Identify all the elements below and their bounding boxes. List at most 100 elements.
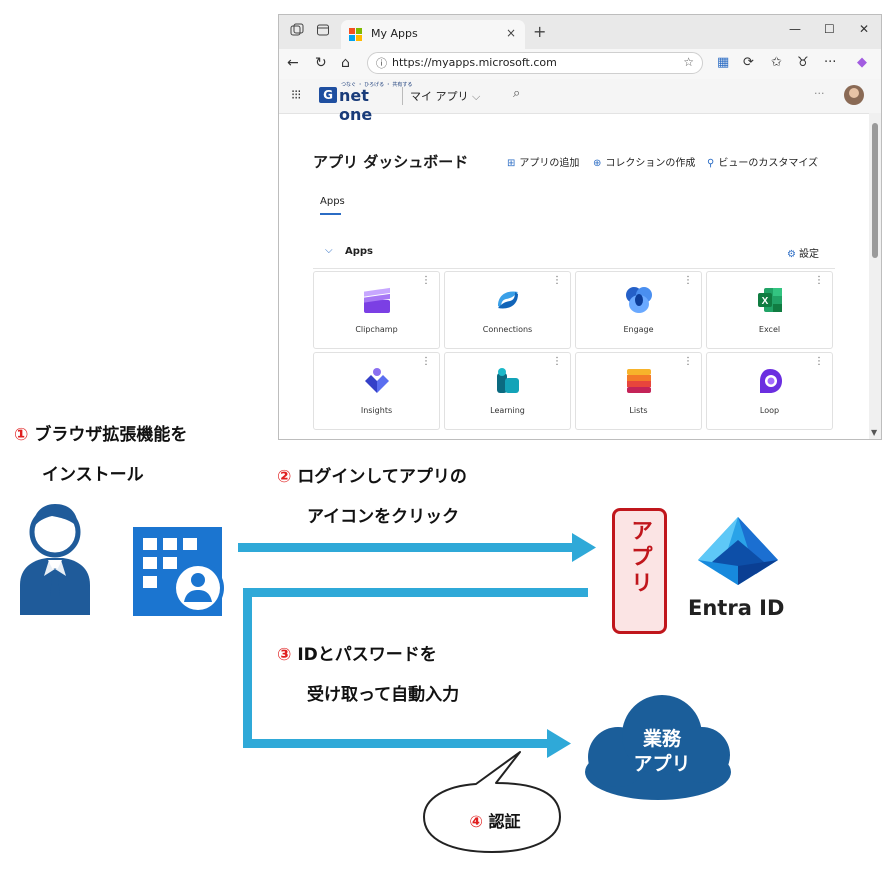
scroll-down-icon[interactable]: ▼ <box>871 428 878 437</box>
scrollbar[interactable]: ▼ <box>869 113 881 439</box>
arrow-to-cloud-head <box>547 729 571 758</box>
url-field[interactable]: ⓘ https://myapps.microsoft.com ☆ <box>367 52 703 74</box>
arrow-to-app-shaft <box>238 543 574 552</box>
step1-line2: インストール <box>42 465 144 485</box>
section-label: Apps <box>345 246 374 257</box>
header-divider <box>402 87 403 105</box>
home-icon[interactable]: ⌂ <box>341 55 350 71</box>
add-app-icon: ⊞ <box>507 158 516 169</box>
tile-more-icon[interactable]: ⋮ <box>683 275 693 286</box>
my-apps-menu[interactable]: マイ アプリ ⌵ <box>410 88 480 104</box>
tile-more-icon[interactable]: ⋮ <box>552 356 562 367</box>
tile-name: Connections <box>482 325 533 334</box>
app-tile-clipchamp[interactable]: ⋮ Clipchamp <box>313 271 440 349</box>
site-info-icon[interactable]: ⓘ <box>376 57 387 70</box>
netone-logo-tagline: つなぐ ・ ひろげる ・ 共有する <box>341 82 413 88</box>
learning-icon <box>497 368 519 393</box>
tab-apps[interactable]: Apps <box>320 196 345 207</box>
svg-text:X: X <box>762 296 769 307</box>
extension-icon[interactable]: ♉ <box>797 55 809 70</box>
tile-name: Engage <box>623 325 654 334</box>
netone-logo-text: net one <box>339 86 373 124</box>
back-icon[interactable]: ← <box>287 55 299 71</box>
search-icon[interactable]: ⌕ <box>513 86 521 101</box>
cloud-label-line2: アプリ <box>633 753 691 775</box>
avatar[interactable] <box>844 85 864 105</box>
step4-text: 認証 <box>488 812 521 831</box>
refresh-icon[interactable]: ↻ <box>315 55 327 71</box>
tile-more-icon[interactable]: ⋮ <box>683 356 693 367</box>
browser-window: My Apps × + — ☐ ✕ ← ↻ ⌂ ⓘ https://myapps… <box>278 14 882 440</box>
arrow-to-cloud-shaft <box>243 739 549 748</box>
app-tile-learning[interactable]: ⋮ Learning <box>444 352 571 430</box>
business-app-cloud <box>585 695 731 800</box>
step3-line1: IDとパスワードを <box>297 645 437 665</box>
return-arrow-vertical <box>243 588 252 748</box>
cloud-label: 業務 アプリ <box>600 727 724 777</box>
return-arrow-top <box>243 588 588 597</box>
settings-label: 設定 <box>798 249 819 260</box>
favorite-icon[interactable]: ☆ <box>683 55 694 69</box>
tab-title: My Apps <box>371 27 418 40</box>
step3-number: ③ <box>277 645 292 665</box>
directory-app-icon <box>133 527 224 616</box>
tile-name: Clipchamp <box>355 325 398 334</box>
chevron-down-icon: ⌵ <box>472 90 481 103</box>
netone-logo-mark: G <box>319 87 337 103</box>
new-tab-button[interactable]: + <box>533 22 547 41</box>
app-box: アプリ <box>612 508 667 634</box>
copilot-icon[interactable]: ◆ <box>857 55 867 70</box>
minimize-button[interactable]: — <box>789 22 801 36</box>
add-app-button[interactable]: ⊞アプリの追加 <box>507 154 579 169</box>
customize-view-icon: ⚲ <box>707 158 715 169</box>
step1-label: ① ブラウザ拡張機能を <box>14 420 187 445</box>
close-window-button[interactable]: ✕ <box>859 22 870 36</box>
cloud-label-line1: 業務 <box>642 728 681 750</box>
app-box-label: アプリ <box>615 519 664 607</box>
favorites-icon[interactable]: ✩ <box>771 55 782 70</box>
app-tile-lists[interactable]: ⋮ Lists <box>575 352 702 430</box>
create-collection-button[interactable]: ⊕コレクションの作成 <box>593 154 695 169</box>
step2-line2: アイコンをクリック <box>307 507 460 527</box>
tab-close-icon[interactable]: × <box>505 26 516 40</box>
settings-more-icon[interactable]: ··· <box>824 55 837 70</box>
scrollbar-thumb[interactable] <box>872 123 878 258</box>
url-text: https://myapps.microsoft.com <box>392 56 557 69</box>
connections-icon <box>498 291 518 309</box>
loop-icon <box>760 369 782 393</box>
workspaces-icon[interactable] <box>289 23 305 39</box>
lists-icon <box>627 369 651 393</box>
tile-name: Excel <box>758 325 781 334</box>
step1-line1: ブラウザ拡張機能を <box>34 425 188 445</box>
tab-actions-icon[interactable] <box>315 23 331 39</box>
app-launcher-icon[interactable]: ⁝⁝⁝ <box>291 88 301 103</box>
tab-my-apps[interactable]: My Apps × <box>341 20 525 49</box>
clipchamp-icon <box>364 287 390 313</box>
tile-more-icon[interactable]: ⋮ <box>421 356 431 367</box>
section-collapse-icon[interactable]: ⌵ <box>325 245 333 256</box>
add-app-label: アプリの追加 <box>519 158 580 169</box>
app-tile-connections[interactable]: ⋮ Connections <box>444 271 571 349</box>
excel-icon: X <box>758 288 782 312</box>
microsoft-logo-icon <box>349 28 363 42</box>
app-tile-insights[interactable]: ⋮ Insights <box>313 352 440 430</box>
myapps-page: ⁝⁝⁝ G つなぐ ・ ひろげる ・ 共有する net one マイ アプリ ⌵… <box>279 79 881 439</box>
app-tile-excel[interactable]: X ⋮ Excel <box>706 271 833 349</box>
app-tile-engage[interactable]: ⋮ Engage <box>575 271 702 349</box>
more-icon[interactable]: ··· <box>814 87 825 100</box>
tab-bar: My Apps × + — ☐ ✕ <box>279 15 881 49</box>
tile-more-icon[interactable]: ⋮ <box>814 275 824 286</box>
maximize-button[interactable]: ☐ <box>824 22 835 36</box>
tile-more-icon[interactable]: ⋮ <box>552 275 562 286</box>
step2-number: ② <box>277 467 292 487</box>
customize-view-button[interactable]: ⚲ビューのカスタマイズ <box>707 154 818 169</box>
page-title: アプリ ダッシュボード <box>313 153 469 171</box>
step3-line2: 受け取って自動入力 <box>307 685 460 705</box>
app-tile-loop[interactable]: ⋮ Loop <box>706 352 833 430</box>
tile-more-icon[interactable]: ⋮ <box>814 356 824 367</box>
extensions-icon[interactable]: ⟳ <box>743 55 754 70</box>
settings-button[interactable]: ⚙設定 <box>787 245 819 260</box>
tile-more-icon[interactable]: ⋮ <box>421 275 431 286</box>
apps-grid-icon[interactable]: ▦ <box>717 55 730 70</box>
